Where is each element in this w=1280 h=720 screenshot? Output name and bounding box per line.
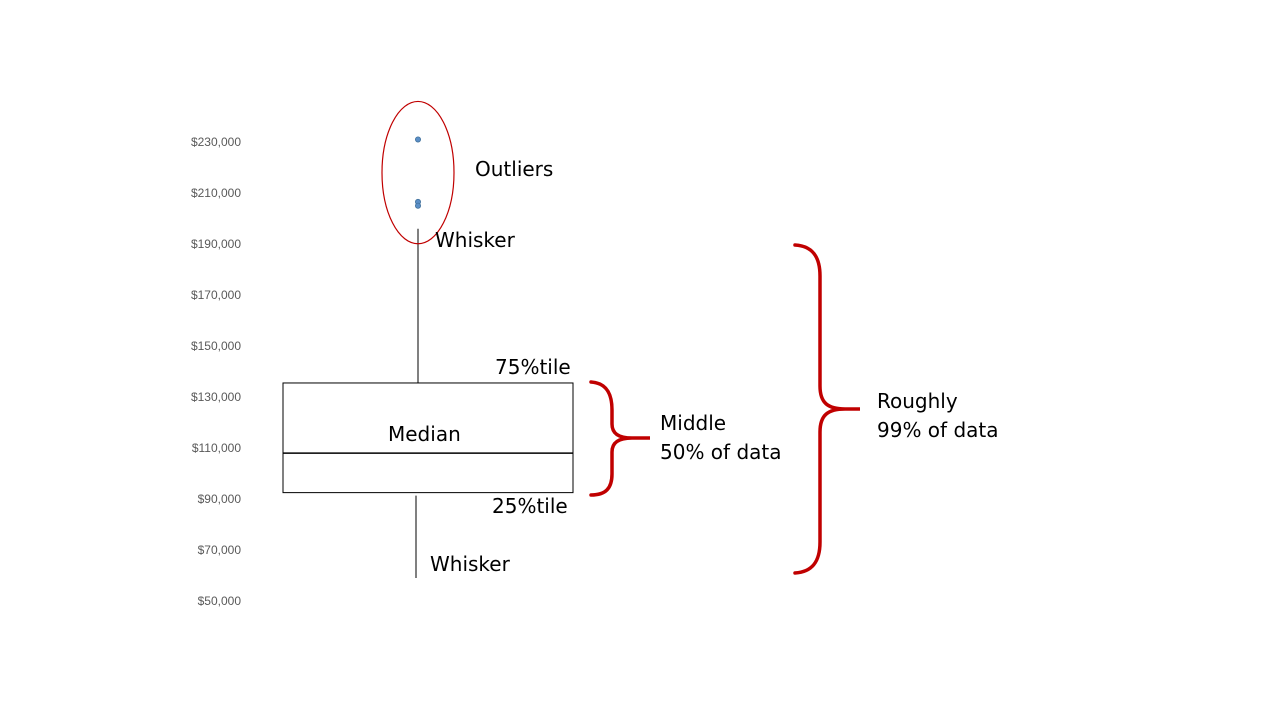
y-tick-label: $170,000 [191,288,241,302]
outliers-label: Outliers [475,157,553,181]
iqr-box [282,382,574,494]
y-tick-label: $110,000 [192,441,241,455]
y-tick-label: $130,000 [191,390,241,404]
roughly-label-line1: Roughly [877,389,958,413]
roughly-label-line2: 99% of data [877,418,999,442]
median-label: Median [388,422,461,446]
outlier-point [414,202,421,209]
roughly-99-brace [793,243,860,575]
outlier-ring [381,100,455,245]
y-tick-label: $210,000 [191,186,241,200]
box-plot-marks [282,100,574,579]
y-axis: $230,000 $210,000 $190,000 $170,000 $150,000… [191,135,241,608]
whisker-bottom-label: Whisker [430,552,511,576]
whisker-top-label: Whisker [435,228,516,252]
outlier-point [414,136,421,143]
y-tick-label: $150,000 [191,339,241,353]
q1-label: 25%tile [492,494,568,518]
y-tick-label: $190,000 [191,237,241,251]
q3-label: 75%tile [495,355,571,379]
middle-label-line1: Middle [660,411,726,435]
y-tick-label: $70,000 [198,543,242,557]
y-tick-label: $230,000 [191,135,241,149]
y-tick-label: $50,000 [198,594,242,608]
y-tick-label: $90,000 [198,492,242,506]
middle-label-line2: 50% of data [660,440,782,464]
middle-50-brace [589,380,650,497]
